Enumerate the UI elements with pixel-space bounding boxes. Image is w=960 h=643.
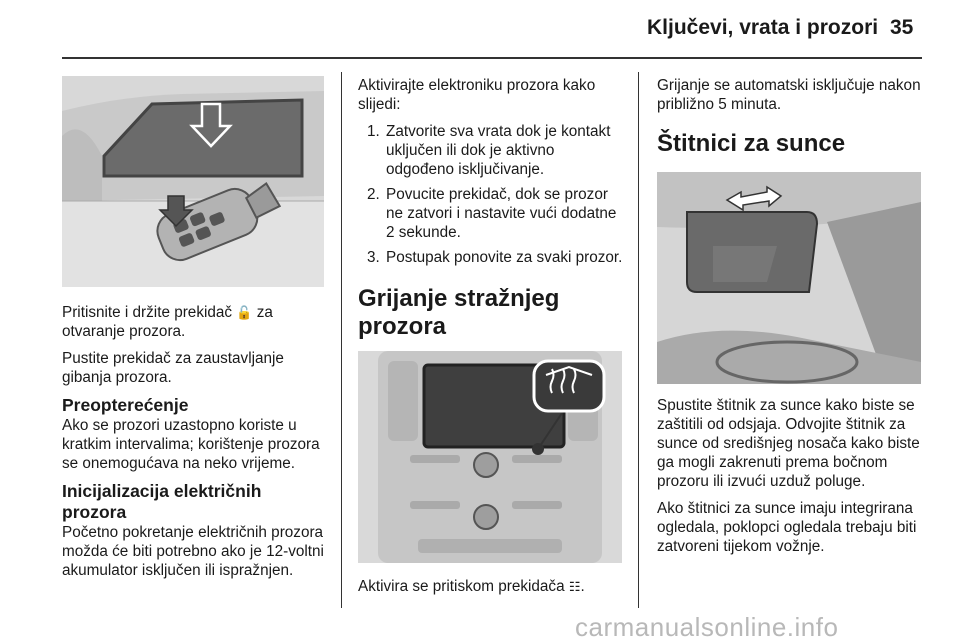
activation-intro: Aktivirajte elektroniku prozora kako sli… bbox=[358, 77, 596, 113]
column-2: Aktivirajte elektroniku prozora kako sli… bbox=[358, 76, 624, 604]
overload-body: Ako se prozori uzastopno koriste u kratk… bbox=[62, 417, 320, 472]
step-1: Zatvorite sva vrata dok je kontakt uklju… bbox=[384, 122, 624, 179]
sun-visor-illustration bbox=[657, 172, 921, 384]
sun-visor-heading: Štitnici za sunce bbox=[657, 130, 846, 157]
column-3: Grijanje se automatski isključuje nakon … bbox=[657, 76, 922, 564]
sun-visor-text-2: Ako štitnici za sunce imaju integrirana … bbox=[657, 500, 917, 555]
page-number: 35 bbox=[890, 16, 914, 39]
press-instruction: Pritisnite i držite prekidač 🔓 za otvara… bbox=[62, 303, 328, 341]
step-3: Postupak ponovite za svaki prozor. bbox=[384, 248, 624, 267]
watermark: carmanualsonline.info bbox=[575, 612, 839, 642]
auto-off-text: Grijanje se automatski isključuje nakon … bbox=[657, 77, 921, 113]
release-instruction: Pustite prekidač za zaustavljanje gibanj… bbox=[62, 350, 284, 386]
lock-open-icon: 🔓 bbox=[236, 305, 253, 320]
column-1: Pritisnite i držite prekidač 🔓 za otvara… bbox=[62, 76, 328, 588]
activation-steps: Zatvorite sva vrata dok je kontakt uklju… bbox=[358, 122, 624, 267]
overload-heading: Preopterećenje bbox=[62, 395, 189, 415]
column-divider-2 bbox=[638, 72, 639, 608]
header-rule bbox=[62, 57, 922, 59]
press-text: Pritisnite i držite prekidač bbox=[62, 304, 233, 321]
window-key-illustration bbox=[62, 76, 324, 287]
center-console-illustration bbox=[358, 351, 622, 563]
rear-heating-heading: Grijanje stražnjeg prozora bbox=[358, 285, 560, 340]
column-divider-1 bbox=[341, 72, 342, 608]
header-title: Ključevi, vrata i prozori bbox=[647, 16, 879, 39]
rear-activate-label: Aktivira se pritiskom prekidača bbox=[358, 578, 565, 595]
init-heading: Inicijalizacija električnih prozora bbox=[62, 481, 262, 522]
rear-defrost-icon: ☷ bbox=[568, 579, 581, 594]
step-2: Povucite prekidač, dok se prozor ne zatv… bbox=[384, 185, 624, 242]
sun-visor-text-1: Spustite štitnik za sunce kako biste se … bbox=[657, 397, 920, 490]
init-body: Početno pokretanje električnih prozora m… bbox=[62, 524, 324, 579]
press-after-text: za otvaranje prozora. bbox=[62, 304, 273, 340]
rear-activate-text: Aktivira se pritiskom prekidača ☷. bbox=[358, 578, 585, 595]
